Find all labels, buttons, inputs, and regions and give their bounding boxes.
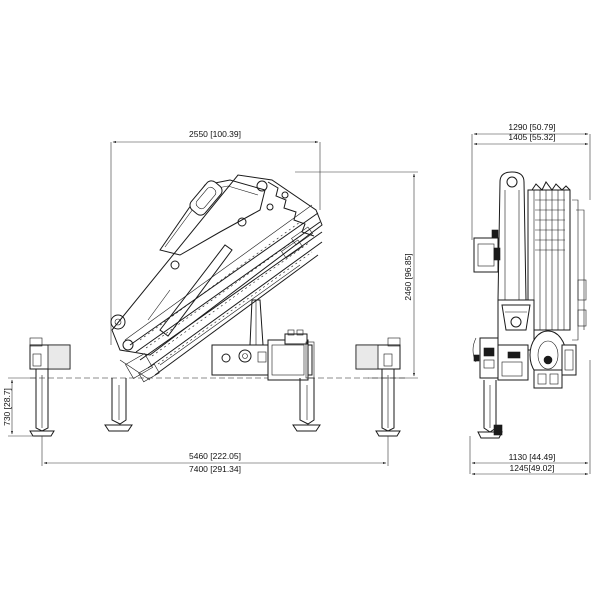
- side-body: [472, 299, 577, 389]
- dimension-width-top-label: 2550 [100.39]: [189, 129, 241, 139]
- crane-side-view: 1290 [50.79] 1405 [55.32]: [469, 122, 591, 476]
- dimension-total-span-label: 7400 [291.34]: [189, 464, 241, 474]
- dimension-side-top: 1290 [50.79] 1405 [55.32]: [471, 122, 591, 240]
- side-control-box: [473, 229, 501, 273]
- dimension-side-base-2-label: 1245[49.02]: [510, 463, 555, 473]
- side-boom: [497, 171, 587, 341]
- crane-front-view: 2550 [100.39] 2460 [96.85]: [2, 129, 418, 474]
- dimension-side-base-1-label: 1130 [44.49]: [509, 452, 556, 462]
- crane-base: [119, 329, 313, 383]
- dimension-side-width-1-label: 1290 [50.79]: [508, 122, 555, 132]
- dimension-outrigger-span-label: 5460 [222.05]: [189, 451, 241, 461]
- side-boom-teeth: [531, 181, 571, 251]
- dimension-leg-height-label: 730 [28.7]: [2, 388, 12, 426]
- dimension-side-bottom: 1130 [44.49] 1245[49.02]: [469, 360, 591, 476]
- crane-column: [249, 299, 264, 346]
- inner-outriggers: [104, 341, 321, 432]
- boom-hatching: [139, 221, 313, 365]
- dimension-width-top: 2550 [100.39]: [110, 129, 321, 345]
- dimension-side-width-2-label: 1405 [55.32]: [508, 132, 555, 142]
- boom-assembly: [110, 174, 323, 376]
- dimension-leg-height: 730 [28.7]: [2, 377, 36, 437]
- side-leg: [477, 380, 503, 439]
- dimension-height-right-label: 2460 [96.85]: [403, 253, 413, 300]
- boom-head: [237, 180, 315, 237]
- dimension-bottom-spans: 5460 [222.05] 7400 [291.34]: [41, 436, 389, 474]
- outer-outrigger-right: [355, 337, 401, 437]
- outer-outrigger-left: [29, 337, 71, 437]
